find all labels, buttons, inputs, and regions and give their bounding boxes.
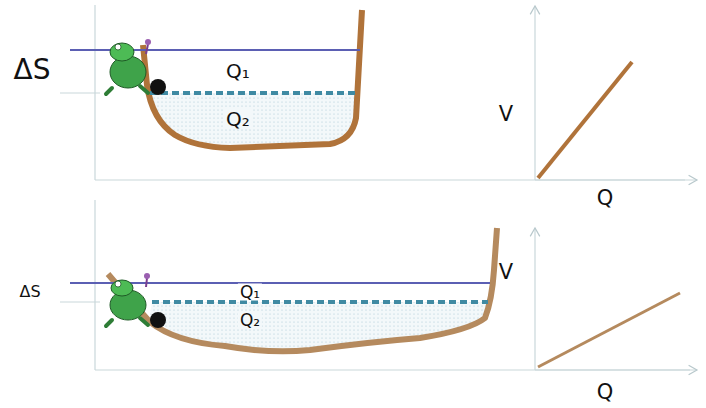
axis-label: V xyxy=(497,262,515,283)
axes xyxy=(95,5,697,370)
delta-tick xyxy=(60,93,100,94)
water-level-low xyxy=(150,91,355,95)
flow-label: Q₂ xyxy=(238,312,262,329)
flow-label: Q₁ xyxy=(224,61,252,81)
flow-label: Q₂ xyxy=(224,109,252,129)
flow-label: Q₁ xyxy=(238,284,262,301)
axis-label: Q xyxy=(595,188,616,209)
rating-line xyxy=(538,62,632,178)
axis-label: Q xyxy=(595,382,616,403)
delta-s-label: ΔS xyxy=(17,284,42,300)
frog xyxy=(106,273,166,328)
delta-s-label: ΔS xyxy=(12,56,53,84)
frog xyxy=(106,39,166,95)
water-level-low xyxy=(152,300,488,304)
axis-label: V xyxy=(497,104,515,125)
channel-bed xyxy=(108,228,497,351)
rating-line xyxy=(538,293,680,367)
delta-tick xyxy=(60,302,100,303)
channel-bed xyxy=(143,10,362,148)
water-level-high xyxy=(70,282,490,284)
